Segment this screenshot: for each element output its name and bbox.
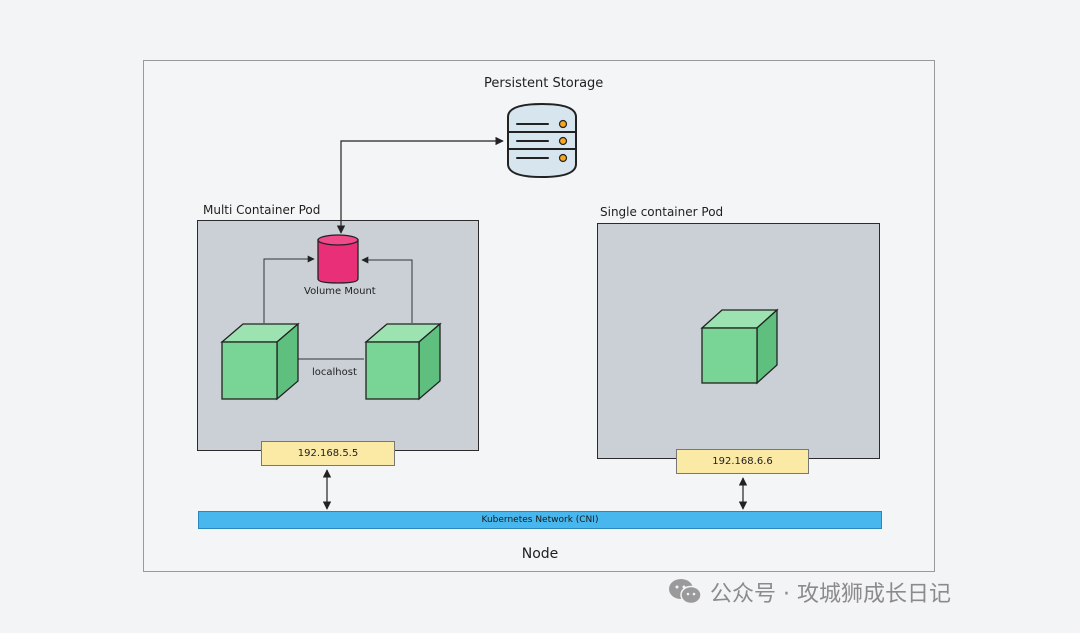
kubernetes-network-bar: Kubernetes Network (CNI) [198,511,882,529]
watermark-text: 公众号 · 攻城狮成长日记 [710,582,951,607]
watermark: 公众号 · 攻城狮成长日记 [668,574,951,610]
container-cube-icon-left [220,322,300,401]
multi-pod-title: Multi Container Pod [203,203,321,217]
right-container-to-volume-arrow [361,256,413,323]
persistent-storage-label: Persistent Storage [484,76,604,91]
database-icon [507,102,577,179]
single-pod-title: Single container Pod [600,205,724,219]
storage-volume-connector [336,136,504,234]
container-cube-icon-right [364,322,442,401]
volume-mount-cylinder-icon [317,234,359,284]
volume-mount-label: Volume Mount [304,286,376,297]
multi-pod-ip: 192.168.5.5 [261,441,395,466]
node-label: Node [521,546,559,562]
wechat-icon [669,579,702,605]
single-pod-ip: 192.168.6.6 [676,449,809,474]
container-cube-icon-single [700,308,779,385]
left-container-to-volume-arrow [263,255,315,323]
localhost-label: localhost [312,367,357,378]
